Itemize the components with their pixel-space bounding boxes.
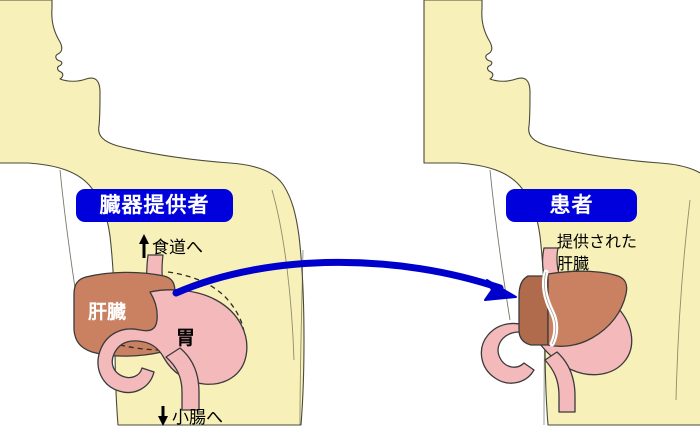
up-arrow-icon [139, 234, 149, 258]
donor-center-contour [299, 249, 304, 426]
recipient-liver-ligament-edge [544, 271, 557, 345]
esophagus-annotation: 食道へ [152, 238, 203, 258]
recipient-liver-right-lobe [547, 270, 628, 347]
small-intestine-annotation: 小腸へ [172, 408, 223, 428]
donor-title-badge: 臓器提供者 [76, 189, 233, 222]
donor-side-contour [271, 189, 295, 361]
recipient-organs [480, 247, 633, 413]
donated-liver-annotation: 提供された 肝臓 [557, 231, 667, 274]
donor-organs [73, 254, 248, 411]
recipient-side-contour [675, 199, 691, 401]
donated-liver-annotation-line1: 提供された [557, 232, 638, 251]
transplant-arrow-shaft [172, 258, 504, 297]
down-arrow-icon [158, 406, 168, 426]
donor-stomach [97, 289, 248, 394]
transplant-arrow-head [484, 279, 517, 301]
patient-title-badge: 患者 [506, 189, 637, 222]
donor-liver-label: 肝臓 [88, 301, 127, 323]
recipient-duodenum [544, 351, 576, 413]
curved-arrow-icon [172, 258, 517, 301]
donor-duodenum [165, 347, 200, 411]
recipient-liver-left-lobe [518, 275, 549, 346]
donor-stomach-label: 胃 [176, 327, 196, 349]
recipient-shoulder-contour [489, 169, 511, 321]
donated-liver-annotation-line2: 肝臓 [557, 253, 590, 273]
